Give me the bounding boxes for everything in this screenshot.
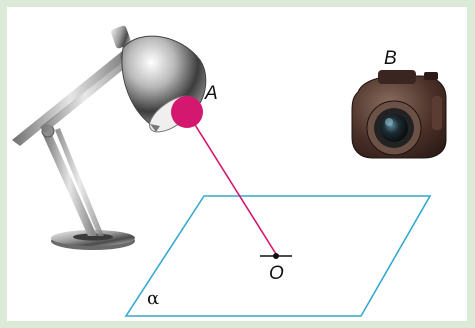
label-plane-alpha: α — [147, 290, 159, 308]
desk-lamp-icon — [12, 25, 206, 250]
label-point-b: B — [384, 49, 397, 68]
label-point-a: A — [205, 84, 218, 103]
camera-icon — [352, 70, 446, 158]
label-point-o: O — [269, 264, 284, 283]
point-o — [273, 253, 279, 259]
ray-a-to-o — [187, 112, 276, 254]
point-a-light — [171, 96, 203, 128]
